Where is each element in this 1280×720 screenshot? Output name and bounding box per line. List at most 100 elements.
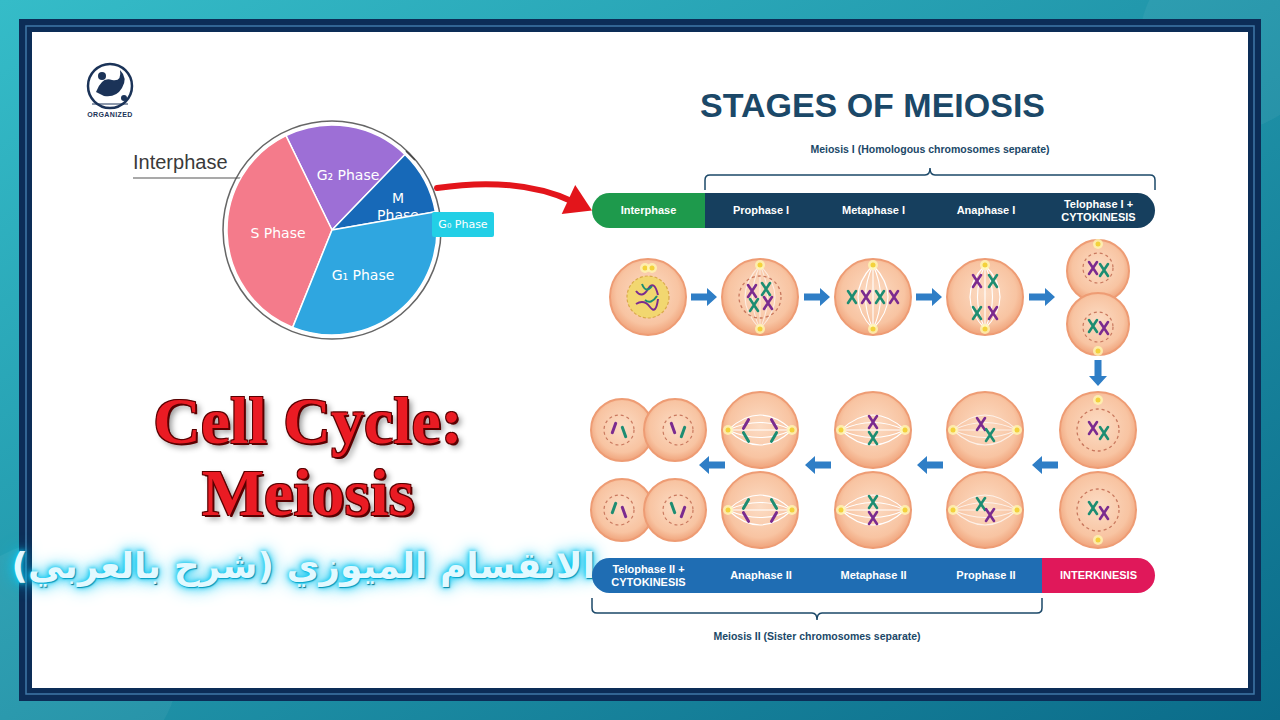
- metaphase-ii-cell: [869, 416, 877, 428]
- sector-fill: [293, 212, 437, 335]
- stage-band: Prophase I: [705, 193, 817, 228]
- metaphase-ii-cell: [835, 472, 911, 548]
- prophase-ii-cell: [977, 418, 985, 430]
- metaphase-ii-cell: [900, 505, 910, 515]
- frame-line: [26, 26, 1254, 694]
- bracket-label: Meiosis II (Sister chromosomes separate): [592, 630, 1042, 642]
- leader-line: [133, 177, 244, 178]
- step-arrow: [1089, 360, 1107, 386]
- prophase-i-cell: [755, 260, 765, 270]
- interkinesis-cell: [1060, 392, 1136, 468]
- anaphase-ii-cell: [723, 505, 733, 515]
- interkinesis-cell: [1089, 422, 1097, 434]
- telophase-ii-cell: [604, 495, 634, 525]
- anaphase-ii-cell: [772, 433, 777, 442]
- anaphase-i-cell: [980, 324, 990, 334]
- prophase-ii-cell: [947, 392, 1023, 468]
- metaphase-ii-cell: [836, 425, 846, 435]
- metaphase-i-cell: [890, 291, 898, 303]
- telophase-i-cell: [1067, 239, 1129, 356]
- telophase-ii-cell: [671, 503, 674, 512]
- logo-text: ORGANIZED: [70, 111, 150, 118]
- prophase-ii-cell: [1012, 425, 1022, 435]
- telophase-ii-cell: [612, 503, 615, 512]
- interphase-cell: [642, 284, 657, 302]
- phase-sector: G₁ Phase: [227, 125, 437, 335]
- prophase-ii-cell: [948, 505, 958, 515]
- prophase-i-cell: [722, 259, 798, 335]
- telophase-ii-cell: [622, 507, 625, 516]
- stage-band: Anaphase II: [705, 558, 817, 593]
- metaphase-ii-cell: [869, 512, 877, 524]
- anaphase-ii-cell: [722, 472, 798, 548]
- metaphase-i-cell: [848, 291, 856, 303]
- anaphase-i-cell: [970, 265, 1000, 329]
- metaphase-i-cell: [858, 265, 888, 329]
- telophase-i-cell: [1083, 253, 1113, 283]
- interphase-cell: [647, 263, 657, 273]
- prophase-i-cell: [750, 299, 758, 311]
- telophase-ii-cell: [663, 495, 693, 525]
- metaphase-ii-cell: [841, 415, 905, 445]
- interkinesis-cell: [1060, 392, 1136, 468]
- interkinesis-cell: [1093, 535, 1103, 545]
- prophase-i-cell: [722, 259, 798, 335]
- node-text: Metaphase I: [842, 204, 905, 217]
- telophase-ii-cell: [591, 399, 706, 461]
- interphase-cell: [627, 276, 669, 318]
- anaphase-ii-cell: [787, 505, 797, 515]
- step-arrow: [804, 288, 830, 306]
- anaphase-ii-cell: [744, 433, 749, 442]
- anaphase-ii-cell: [772, 513, 777, 522]
- prophase-ii-cell: [948, 425, 958, 435]
- interkinesis-cell: [1100, 427, 1108, 439]
- prophase-ii-cell: [986, 429, 994, 441]
- node-text: INTERKINESIS: [1060, 569, 1137, 582]
- anaphase-i-cell: [947, 259, 1023, 335]
- arrow-head: [562, 185, 592, 214]
- anaphase-ii-cell: [728, 495, 792, 525]
- prophase-i-cell: [745, 265, 775, 329]
- anaphase-i-cell: [989, 275, 997, 287]
- telophase-i-cell: [1100, 322, 1108, 334]
- prophase-ii-cell: [947, 472, 1023, 548]
- logo-mark: [92, 104, 128, 105]
- prophase-ii-cell: [953, 495, 1017, 525]
- anaphase-ii-cell: [787, 425, 797, 435]
- anaphase-i-cell: [980, 260, 990, 270]
- anaphase-ii-cell: [722, 392, 798, 468]
- prophase-ii-cell: [986, 509, 994, 521]
- interkinesis-cell: [1077, 409, 1119, 451]
- node-text: G₀ Phase: [438, 218, 487, 231]
- anaphase-ii-cell: [744, 420, 749, 429]
- node-text: G₁ Phase: [318, 267, 408, 284]
- step-arrow: [805, 456, 831, 474]
- metaphase-i-cell: [868, 324, 878, 334]
- meiosis-ii-bracket: [592, 598, 1042, 620]
- step-arrow: [691, 288, 717, 306]
- telophase-ii-cell: [681, 427, 684, 436]
- stage-band: Anaphase I: [930, 193, 1042, 228]
- step-arrow: [916, 288, 942, 306]
- step-arrow: [699, 456, 725, 474]
- telophase-ii-cell: [681, 507, 684, 516]
- stage-band: Metaphase II: [817, 558, 930, 593]
- telophase-i-cell: [1100, 264, 1108, 276]
- sector-shape: [227, 125, 437, 335]
- prophase-ii-cell: [977, 498, 985, 510]
- telophase-ii-cell: [612, 423, 615, 432]
- logo-mark: [121, 95, 127, 101]
- prophase-ii-cell: [1012, 505, 1022, 515]
- interphase-cell: [610, 259, 686, 335]
- step-arrow: [917, 456, 943, 474]
- pie-ring: [223, 121, 441, 339]
- step-arrow: [1029, 288, 1055, 306]
- slide-title: Cell Cycle: Meiosis: [98, 385, 518, 529]
- frame-border: [19, 19, 1261, 701]
- anaphase-ii-cell: [744, 500, 749, 509]
- flow-arrow: [437, 184, 592, 214]
- telophase-i-cell: [1093, 239, 1103, 249]
- stage-band: Telophase I + CYTOKINESIS: [1042, 193, 1155, 228]
- meiosis-i-bracket: [705, 168, 1155, 190]
